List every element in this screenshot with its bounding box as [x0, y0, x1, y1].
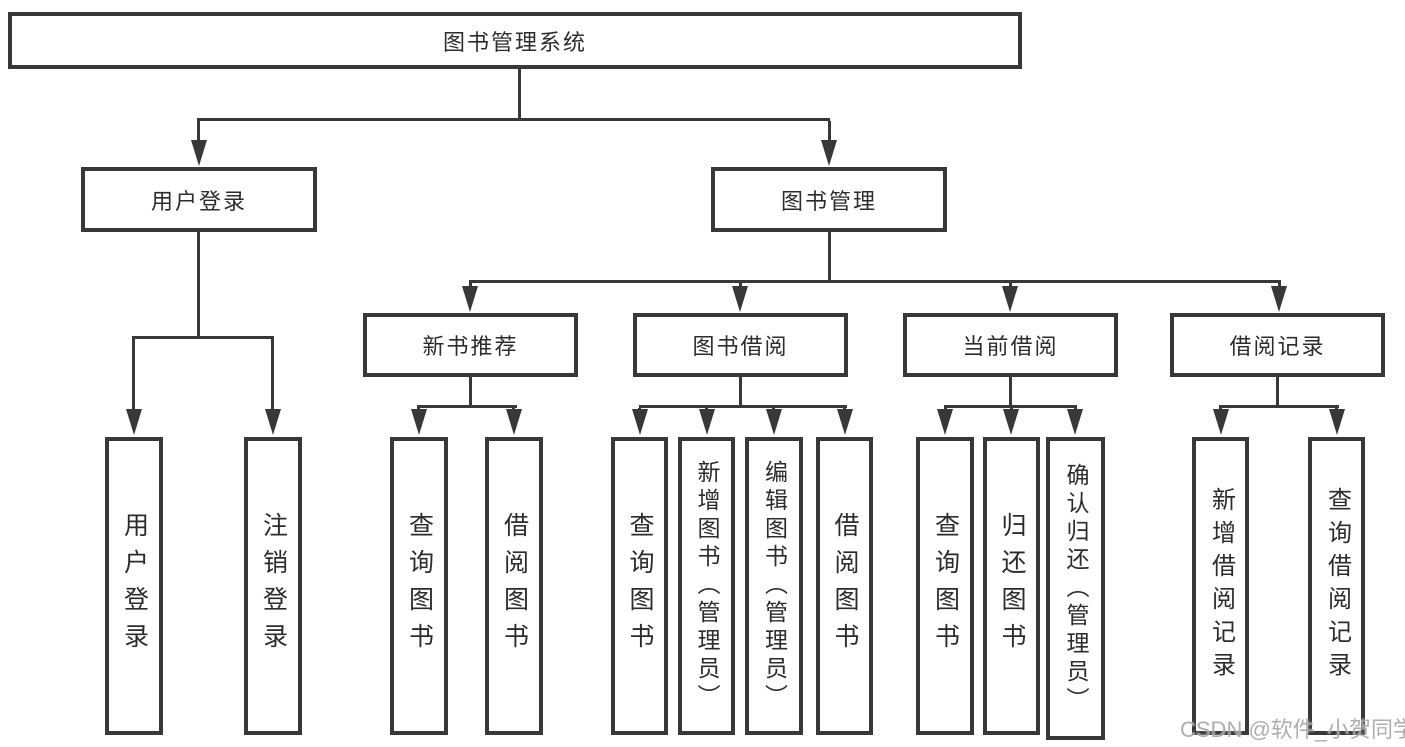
- connector-line: [132, 336, 274, 339]
- connector-line: [1009, 377, 1012, 408]
- node-user-login: 用户登录: [81, 167, 317, 232]
- connector-line: [944, 405, 1077, 408]
- connector-line: [271, 339, 274, 411]
- connector-line: [828, 232, 831, 283]
- arrow-down-icon: [821, 140, 837, 166]
- node-current-borrowing: 当前借阅: [903, 313, 1118, 377]
- leaf-user-login: 用户登录: [105, 437, 163, 735]
- leaf-add-books-admin: 新增图书（管理员）: [678, 437, 735, 735]
- connector-line: [132, 339, 135, 411]
- leaf-label: 借阅图书: [500, 512, 529, 660]
- leaf-return-books: 归还图书: [983, 437, 1040, 735]
- arrow-down-icon: [1213, 409, 1229, 435]
- leaf-label: 新增借阅记录: [1207, 487, 1235, 685]
- arrow-down-icon: [126, 409, 142, 435]
- leaf-edit-books-admin: 编辑图书（管理员）: [745, 437, 803, 735]
- node-label: 图书管理系统: [442, 29, 587, 55]
- arrow-down-icon: [837, 409, 853, 435]
- connector-line: [197, 118, 830, 121]
- leaf-label: 查询图书: [931, 512, 960, 660]
- leaf-borrow-books-1: 借阅图书: [485, 437, 543, 735]
- leaf-label: 查询图书: [626, 512, 654, 660]
- leaf-label: 查询图书: [405, 512, 434, 660]
- leaf-query-books-2: 查询图书: [611, 437, 668, 735]
- leaf-confirm-return-admin: 确认归还（管理员）: [1046, 437, 1105, 740]
- leaf-label: 归还图书: [998, 512, 1026, 660]
- arrow-down-icon: [632, 409, 648, 435]
- arrow-down-icon: [462, 286, 478, 312]
- leaf-query-books-3: 查询图书: [916, 437, 974, 735]
- connector-line: [1276, 377, 1279, 408]
- arrow-down-icon: [766, 409, 782, 435]
- leaf-label: 确认归还（管理员）: [1063, 462, 1089, 715]
- arrow-down-icon: [937, 409, 953, 435]
- arrow-down-icon: [411, 409, 427, 435]
- connector-line: [469, 280, 1281, 283]
- connector-line: [518, 69, 521, 121]
- connector-line: [417, 405, 517, 408]
- leaf-query-books-1: 查询图书: [390, 437, 448, 735]
- leaf-add-borrow-record: 新增借阅记录: [1192, 437, 1249, 735]
- arrow-down-icon: [1003, 409, 1019, 435]
- arrow-down-icon: [699, 409, 715, 435]
- arrow-down-icon: [1271, 286, 1287, 312]
- arrow-down-icon: [191, 140, 207, 166]
- connector-line: [828, 121, 831, 143]
- node-label: 图书管理: [780, 188, 877, 214]
- connector-line: [639, 405, 847, 408]
- node-label: 用户登录: [150, 188, 247, 214]
- leaf-label: 用户登录: [120, 512, 149, 660]
- node-label: 借阅记录: [1229, 334, 1326, 359]
- leaf-label: 注销登录: [259, 512, 288, 660]
- leaf-label: 新增图书（管理员）: [694, 460, 720, 712]
- connector-line: [197, 232, 200, 339]
- leaf-borrow-books-2: 借阅图书: [816, 437, 873, 735]
- node-book-borrowing: 图书借阅: [633, 313, 848, 377]
- arrow-down-icon: [1067, 409, 1083, 435]
- connector-line: [739, 377, 742, 408]
- arrow-down-icon: [506, 409, 522, 435]
- arrow-down-icon: [265, 409, 281, 435]
- connector-line: [1219, 405, 1339, 408]
- leaf-label: 借阅图书: [831, 512, 859, 660]
- arrow-down-icon: [1329, 409, 1345, 435]
- arrow-down-icon: [1002, 286, 1018, 312]
- node-book-management: 图书管理: [711, 167, 947, 232]
- node-label: 新书推荐: [422, 334, 519, 359]
- node-label: 图书借阅: [692, 334, 789, 359]
- leaf-label: 查询借阅记录: [1323, 487, 1351, 685]
- leaf-query-borrow-record: 查询借阅记录: [1308, 437, 1365, 735]
- connector-line: [469, 377, 472, 408]
- node-new-book-recommendation: 新书推荐: [363, 313, 578, 377]
- node-label: 当前借阅: [962, 334, 1059, 359]
- leaf-logout: 注销登录: [244, 437, 302, 735]
- node-library-system-root: 图书管理系统: [8, 12, 1022, 69]
- node-borrowing-records: 借阅记录: [1170, 313, 1385, 377]
- arrow-down-icon: [732, 286, 748, 312]
- connector-line: [197, 121, 200, 143]
- csdn-watermark: CSDN @软件_小贺同学: [1180, 717, 1405, 742]
- leaf-label: 编辑图书（管理员）: [761, 460, 788, 712]
